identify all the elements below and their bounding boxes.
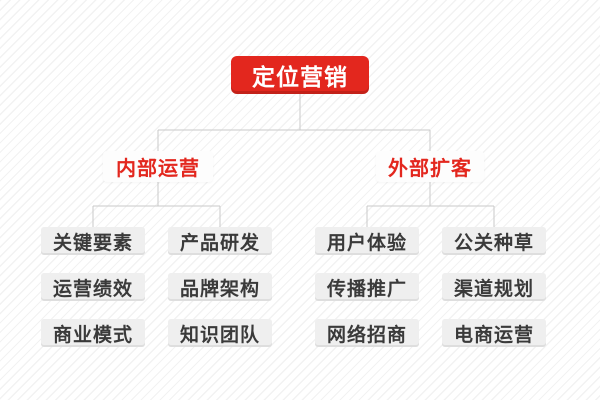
- leaf-node: 关键要素: [41, 227, 145, 255]
- leaf-node: 公关种草: [442, 227, 546, 255]
- branch-node-internal-operations: 内部运营: [103, 151, 213, 182]
- leaf-node: 品牌架构: [168, 273, 272, 301]
- leaf-node: 商业模式: [41, 319, 145, 347]
- leaf-node: 用户体验: [315, 227, 419, 255]
- leaf-node: 运营绩效: [41, 273, 145, 301]
- leaf-node: 电商运营: [442, 319, 546, 347]
- leaf-node: 网络招商: [315, 319, 419, 347]
- branch-node-external-expansion: 外部扩客: [376, 151, 484, 182]
- root-node: 定位营销: [231, 56, 369, 94]
- leaf-node: 渠道规划: [442, 273, 546, 301]
- leaf-node: 传播推广: [315, 273, 419, 301]
- leaf-node: 知识团队: [168, 319, 272, 347]
- leaf-node: 产品研发: [168, 227, 272, 255]
